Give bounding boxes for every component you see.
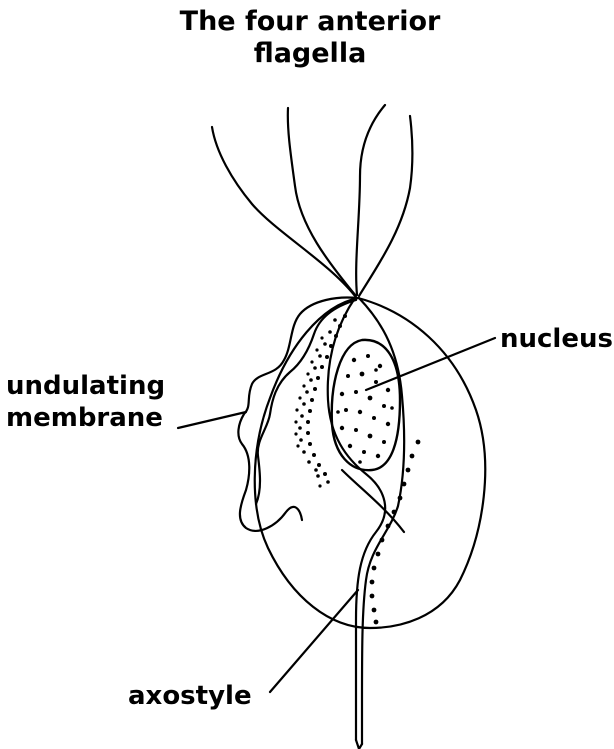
undulating-line-1: undulating (6, 370, 165, 402)
leader-undulating-membrane (178, 412, 246, 428)
chromatin-dots (336, 354, 394, 464)
title-flagella-label: The four anterior flagella (150, 6, 470, 70)
leader-nucleus (366, 338, 495, 390)
costa-granules (294, 314, 347, 488)
membrane-inner (256, 300, 356, 504)
nucleus-label: nucleus (500, 323, 613, 355)
title-line-2: flagella (150, 38, 470, 70)
nucleus (332, 340, 400, 470)
leader-lines (178, 338, 495, 692)
flagellum-4 (359, 116, 412, 296)
undulating-membrane-label: undulating membrane (6, 370, 165, 434)
flagellum-1 (212, 127, 355, 296)
anterior-flagella (212, 105, 412, 296)
nucleus-outline (332, 340, 400, 470)
flagellum-3 (356, 105, 385, 295)
title-line-1: The four anterior (150, 6, 470, 38)
flagellum-2 (288, 108, 356, 296)
axostyle-line-left (328, 298, 385, 740)
undulating-line-2: membrane (6, 402, 165, 434)
axostyle-label: axostyle (128, 680, 252, 712)
leader-axostyle (270, 590, 358, 692)
